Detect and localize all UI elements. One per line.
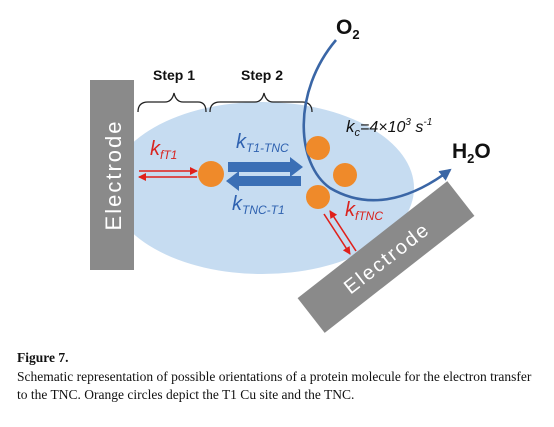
- o2-to-h2o-curve: [302, 39, 452, 202]
- left-electrode-label: Electrode: [101, 120, 126, 231]
- tnc-site-circle-2: [333, 163, 357, 187]
- k-tnc-t1-label: kTNC-T1: [232, 193, 285, 217]
- blue-arrow-forward: [228, 157, 303, 177]
- caption-label: Figure 7.: [17, 350, 69, 365]
- step1-label: Step 1: [153, 67, 195, 83]
- kc-label: kc=4×103 s-1: [346, 117, 432, 139]
- h2o-label: H2O: [452, 140, 491, 166]
- tnc-site-circle-3: [306, 185, 330, 209]
- protein-ellipse: [110, 102, 414, 274]
- red-arrow-right-a: [323, 213, 351, 255]
- step1-brace: [137, 92, 207, 113]
- step2-label: Step 2: [241, 67, 283, 83]
- diagram: Electrode Electrode Step 1 Step 2 kfT1 k…: [90, 16, 491, 333]
- k-t1-tnc-label: kT1-TNC: [236, 131, 289, 155]
- tnc-site-circle-1: [306, 136, 330, 160]
- figure-caption: Figure 7. Schematic representation of po…: [17, 349, 542, 404]
- o2-label: O2: [336, 16, 360, 42]
- k-ftnc-label: kfTNC: [345, 199, 383, 223]
- red-arrow-right-b: [329, 210, 357, 252]
- blue-arrow-backward: [226, 171, 301, 191]
- t1-site-circle: [198, 161, 224, 187]
- right-electrode: [297, 181, 475, 333]
- k-ft1-label: kfT1: [150, 138, 177, 162]
- left-electrode: [90, 80, 134, 270]
- caption-text: Schematic representation of possible ori…: [17, 369, 532, 402]
